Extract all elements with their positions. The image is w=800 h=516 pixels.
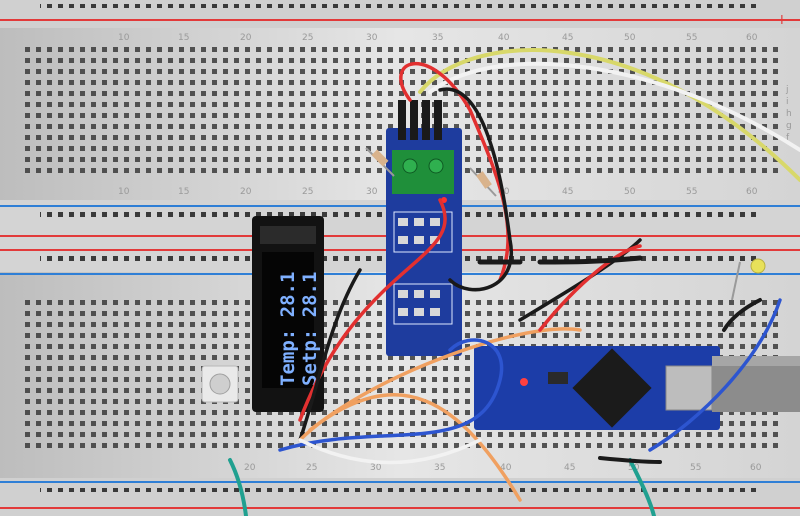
col-num: 10 bbox=[118, 187, 130, 197]
row-letter: i bbox=[786, 97, 789, 107]
row-letters: j i h g f bbox=[785, 85, 792, 143]
col-num: 45 bbox=[564, 463, 575, 473]
col-num: 35 bbox=[434, 463, 445, 473]
col-num: 20 bbox=[240, 33, 252, 43]
top-power-rail: + bbox=[0, 0, 800, 28]
col-num: 25 bbox=[302, 187, 313, 197]
module-header-pins bbox=[398, 100, 442, 140]
rail-plus-label: + bbox=[776, 12, 788, 28]
resistor-icon bbox=[469, 167, 497, 197]
top-column-numbers: 10 15 20 25 30 35 40 45 50 55 60 bbox=[118, 33, 758, 43]
col-num: 15 bbox=[178, 33, 189, 43]
row-letter: f bbox=[786, 133, 790, 143]
col-num: 50 bbox=[624, 187, 636, 197]
col-num: 25 bbox=[306, 463, 317, 473]
col-num: 30 bbox=[370, 463, 382, 473]
col-num: 20 bbox=[240, 187, 252, 197]
col-num: 35 bbox=[432, 33, 443, 43]
col-num: 40 bbox=[500, 463, 512, 473]
col-num: 25 bbox=[302, 33, 313, 43]
col-num: 45 bbox=[562, 33, 573, 43]
col-num: 30 bbox=[366, 187, 378, 197]
col-num: 55 bbox=[686, 33, 697, 43]
usb-cable-icon bbox=[712, 356, 800, 412]
oled-display: Temp: 28.1 Setp: 28.1 bbox=[252, 216, 324, 412]
pushbutton-icon[interactable] bbox=[201, 365, 239, 403]
wire-icon bbox=[228, 48, 800, 516]
thermocouple-module bbox=[386, 128, 462, 356]
row-letter: j bbox=[785, 85, 789, 95]
col-num: 50 bbox=[624, 33, 636, 43]
resistor-icon bbox=[365, 147, 395, 177]
col-num: 60 bbox=[746, 33, 758, 43]
col-num: 60 bbox=[746, 187, 758, 197]
col-num: 45 bbox=[562, 187, 573, 197]
arduino-nano-board bbox=[474, 346, 720, 430]
oled-line-1: Temp: 28.1 bbox=[277, 272, 299, 386]
row-letter: g bbox=[786, 121, 792, 131]
col-num: 55 bbox=[686, 187, 697, 197]
bottom-power-rail bbox=[0, 478, 800, 516]
oled-line-2: Setp: 28.1 bbox=[299, 272, 321, 386]
col-num: 15 bbox=[178, 187, 189, 197]
col-num: 55 bbox=[690, 463, 701, 473]
col-num: 60 bbox=[750, 463, 762, 473]
col-num: 10 bbox=[118, 33, 130, 43]
led-icon bbox=[731, 258, 766, 301]
col-num: 40 bbox=[498, 33, 510, 43]
col-num: 20 bbox=[244, 463, 256, 473]
row-letter: h bbox=[786, 109, 792, 119]
col-num: 30 bbox=[366, 33, 378, 43]
